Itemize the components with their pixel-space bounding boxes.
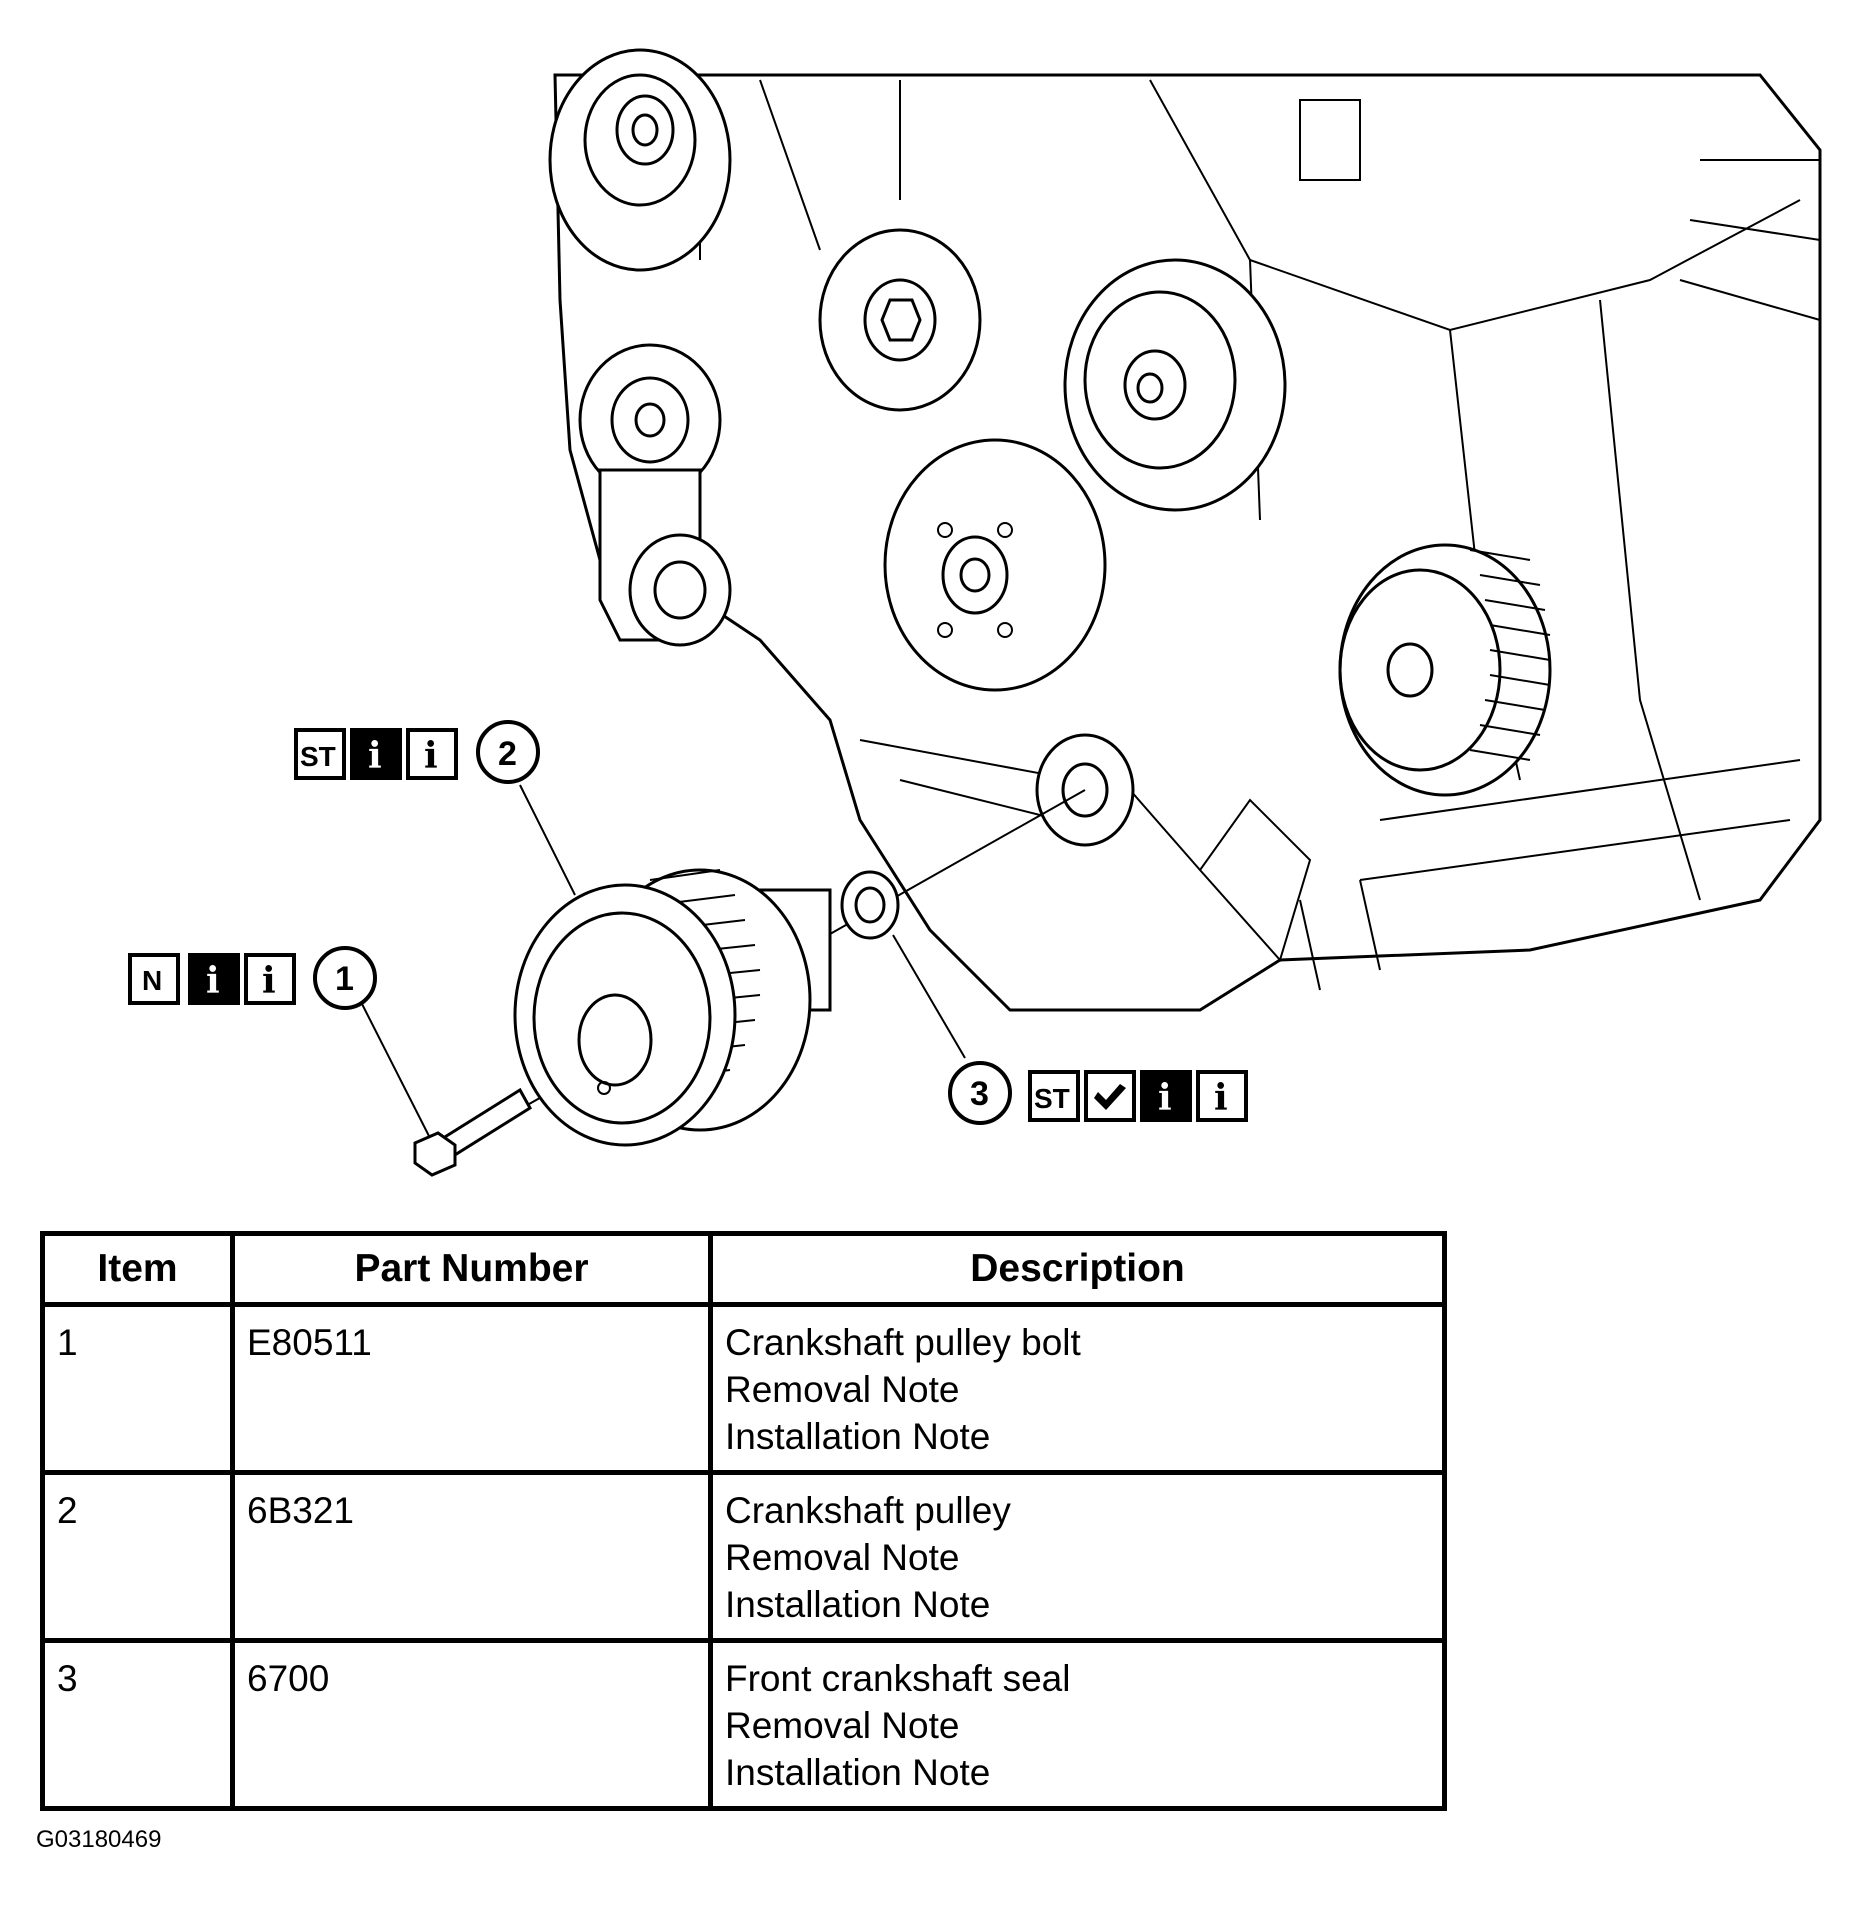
idler-pulley-upper [818,228,982,412]
callout-1: N i i 1 [128,946,377,1010]
leader-line-2 [519,784,576,896]
removal-note-link[interactable]: Removal Note [725,1369,960,1410]
water-pump-pulley [1063,258,1287,512]
part-number-cell: E80511 [230,1302,713,1475]
special-tool-label: ST [300,741,336,772]
description-cell: Front crankshaft seal Removal Note Insta… [708,1638,1447,1811]
item-cell: 2 [40,1470,235,1643]
special-tool-icon: ST [1028,1070,1080,1122]
figure-id: G03180469 [36,1826,162,1853]
info-icon-label: i [424,735,438,777]
special-tool-icon: ST [294,728,346,780]
info-icon-label: i [262,960,276,1002]
description-line: Crankshaft pulley bolt [725,1322,1081,1363]
table-row: 1 E80511 Crankshaft pulley bolt Removal … [40,1302,1447,1475]
description-line: Front crankshaft seal [725,1658,1071,1699]
parts-table: Item Part Number Description 1 E80511 Cr… [40,1231,1447,1811]
engine-block [553,73,1822,1012]
installation-note-link[interactable]: Installation Note [725,1752,991,1793]
power-steering-pulley [883,438,1107,692]
info-icon: i [350,728,402,780]
info-icon-label: i [206,960,220,1002]
table-header-row: Item Part Number Description [40,1231,1447,1307]
column-header-item: Item [40,1231,235,1307]
part-number-cell: 6B321 [230,1470,713,1643]
installation-note-link[interactable]: Installation Note [725,1584,991,1625]
table-row: 3 6700 Front crankshaft seal Removal Not… [40,1638,1447,1811]
info-icon: i [1140,1070,1192,1122]
crankshaft-pulley [513,868,832,1147]
column-header-description: Description [708,1231,1447,1307]
alternator-pulley [548,48,732,272]
leader-line-3 [892,934,966,1059]
info-icon: i [1196,1070,1248,1122]
part-number-cell: 6700 [230,1638,713,1811]
info-icon: i [244,953,296,1005]
table-row: 2 6B321 Crankshaft pulley Removal Note I… [40,1470,1447,1643]
item-cell: 1 [40,1302,235,1475]
info-icon: i [406,728,458,780]
info-icon: i [188,953,240,1005]
info-icon-label: i [368,735,382,777]
leader-line-1 [359,999,431,1139]
belt-tensioner [578,343,732,647]
info-icon-label: i [1214,1077,1228,1119]
description-cell: Crankshaft pulley Removal Note Installat… [708,1470,1447,1643]
description-line: Crankshaft pulley [725,1490,1011,1531]
info-icon-label: i [1158,1077,1172,1119]
crankshaft-pulley-bolt [413,1087,533,1177]
removal-note-link[interactable]: Removal Note [725,1537,960,1578]
removal-note-link[interactable]: Removal Note [725,1705,960,1746]
new-part-icon: N [128,953,180,1005]
item-cell: 3 [40,1638,235,1811]
installation-note-link[interactable]: Installation Note [725,1416,991,1457]
crankshaft-seal [840,870,900,940]
ac-compressor-pulley [1338,543,1552,797]
callout-number: 3 [970,1075,989,1113]
callout-2: ST i i 2 [294,720,540,784]
tool-icon [1084,1070,1136,1122]
new-part-label: N [142,965,162,996]
callout-3: 3 ST i i [948,1061,1248,1125]
engine-front-illustration: ST i i 2 N i i 1 3 [128,48,1822,1177]
special-tool-label: ST [1034,1083,1070,1114]
description-cell: Crankshaft pulley bolt Removal Note Inst… [708,1302,1447,1475]
column-header-part-number: Part Number [230,1231,713,1307]
callout-number: 1 [335,960,354,998]
callout-number: 2 [498,735,517,773]
